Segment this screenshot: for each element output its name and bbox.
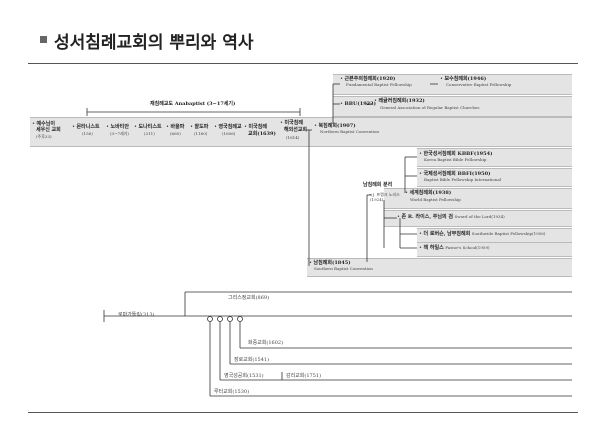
chain-waldensian: • 왈도파	[190, 124, 209, 130]
world-band	[384, 188, 572, 209]
roman-catholic: 로마가톨릭(313)	[118, 312, 155, 318]
chain-waldensian-date: (1160)	[194, 131, 208, 136]
pastors-band	[417, 242, 572, 257]
bbfi-en: Baptist Bible Fellowship International	[424, 177, 501, 182]
southern-baptist: • 남침례회(1845)	[309, 260, 351, 266]
korea-bbf: • 한국성서침례회 KBBF(1954)	[419, 151, 493, 157]
us-mission-date: (1814)	[286, 135, 300, 140]
chain-paulician-date: (660)	[170, 131, 181, 136]
sword-band	[384, 210, 572, 227]
bbu-band	[333, 96, 572, 117]
fundamental-baptist: • 근본주의침례회(1920)	[340, 76, 396, 82]
us-mission: • 미국침례	[280, 120, 303, 126]
korea-band	[417, 148, 572, 167]
chain-english-baptist-date: (1606)	[222, 131, 236, 136]
chain-montanist: • 몬타니스트	[72, 124, 100, 130]
bbfi: • 국제성서침례회 BBFI(1950)	[419, 171, 491, 177]
main-chain-band	[30, 117, 572, 147]
chain-jesus-date: (주후33)	[36, 134, 52, 139]
title-bullet	[40, 36, 47, 43]
chain-paulician: • 바울파	[166, 124, 185, 130]
anglican: 영국성공회(1531)	[224, 373, 264, 379]
split-date: (1924)	[370, 197, 384, 202]
korea-bbf-en: Korea Baptist Bible Fellowship	[424, 157, 487, 162]
split-person: • J. 프랭크 노리스	[369, 192, 400, 197]
chain-american-baptist-line2: 교회(1639)	[248, 131, 276, 137]
chain-jesus-line2: 세우신 교회	[36, 127, 61, 133]
presbyterian: 장로교회(1541)	[234, 357, 270, 363]
pastors-school: • 잭 하일스 Pastor's School(1959)	[419, 245, 490, 251]
garbc: • 레귤러침례회(1932)	[374, 98, 425, 104]
chain-novatian: • 노바티안	[106, 124, 129, 130]
greek-orthodox: 그리스정교회(869)	[228, 295, 270, 301]
northern-baptist-en: Northern Baptist Convention	[320, 129, 379, 134]
methodist: 감리교회(1751)	[286, 373, 322, 379]
top-divider	[28, 63, 578, 64]
conservative-baptist: • 보수침례회(1946)	[440, 76, 487, 82]
garbc-en: General Association of Regular Baptist C…	[380, 105, 480, 110]
bbfi-band	[417, 168, 572, 187]
southwide: • 더 로버슨, 남부침례회 Southwide Baptist Fellows…	[419, 231, 546, 237]
chain-english-baptist: • 영국침례교	[214, 124, 242, 130]
congregational: 화중교회(1602)	[248, 340, 284, 346]
conservative-baptist-en: Conservative Baptist Fellowship	[446, 82, 512, 87]
world-baptist: • 세계침례회(1938)	[405, 190, 452, 196]
world-baptist-en: World Baptist Fellowship	[410, 197, 461, 202]
page-title: 성서침례교회의 뿌리와 역사	[54, 33, 254, 53]
split-label: 남침례회 분리	[363, 182, 393, 188]
chain-american-baptist: • 미국침례	[244, 124, 267, 130]
chain-donatist-date: (311)	[144, 131, 155, 136]
chain-donatist: • 도나티스트	[134, 124, 162, 130]
chain-jesus: • 예수님이	[32, 121, 55, 127]
sword-of-lord: • 존 R. 라이스, 주님의 검 Sword of the Lord(1934…	[397, 214, 505, 220]
bottom-divider	[28, 412, 578, 413]
bbu: • BBU(1923)	[340, 101, 377, 107]
northern-baptist: • 북침례회(1907)	[314, 123, 356, 129]
anabaptist-label: 재침례교도 Anabaptist (3~17세기)	[150, 101, 236, 107]
southern-band	[307, 258, 572, 277]
us-mission-line2: 해외선교회	[284, 127, 308, 133]
chain-montanist-date: (156)	[82, 131, 93, 136]
lutheran: 루터교회(1530)	[214, 389, 250, 395]
fundamental-band	[333, 74, 572, 95]
chain-novatian-date: (3~7세기)	[110, 131, 129, 136]
southern-baptist-en: Southern Baptist Convention	[314, 266, 373, 271]
fundamental-baptist-en: Fundamental Baptist Fellowship	[346, 82, 412, 87]
